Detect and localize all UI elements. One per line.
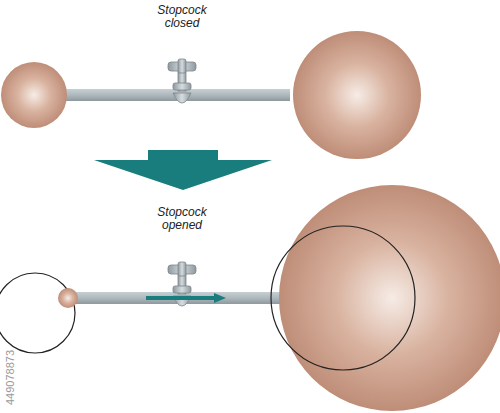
large-balloon [293, 31, 421, 159]
stopcock-label: Stopcock opened [147, 206, 217, 232]
expanded-balloon [279, 185, 500, 411]
small-balloon [1, 62, 67, 128]
stopcock [168, 59, 196, 103]
watermark: 449078873 [4, 350, 16, 405]
process-arrow [94, 150, 272, 190]
shrunken-balloon [58, 288, 78, 308]
stopcock-label: Stopcock closed [147, 4, 217, 30]
flow-arrow [146, 293, 226, 303]
original-small-outline [0, 273, 75, 353]
tube [50, 89, 290, 101]
original-large-outline [271, 226, 415, 370]
